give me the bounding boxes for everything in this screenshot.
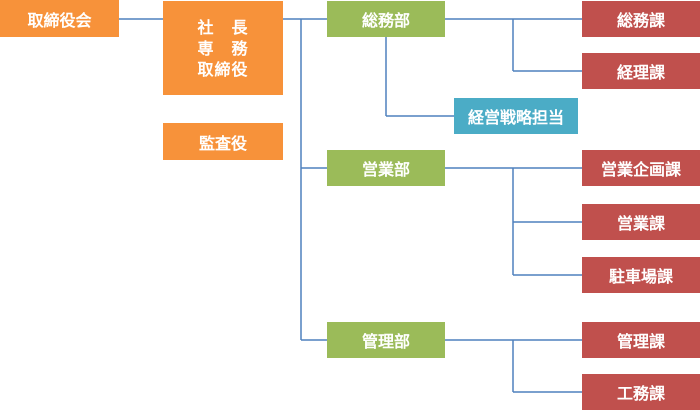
- executive-director: 取締役: [197, 59, 249, 79]
- section-sales: 営業課: [582, 204, 700, 240]
- section-management-label: 管理課: [616, 332, 665, 351]
- section-management: 管理課: [582, 322, 700, 358]
- department-management: 管理部: [327, 322, 445, 358]
- section-sales-planning: 営業企画課: [582, 150, 700, 186]
- section-general-affairs-label: 総務課: [616, 11, 665, 30]
- executive-senior-director: 専 務: [197, 38, 249, 58]
- staff-strategy: 経営戦略担当: [454, 98, 578, 134]
- section-sales-planning-label: 営業企画課: [600, 160, 681, 179]
- auditor-box: 監査役: [163, 123, 283, 160]
- staff-strategy-label: 経営戦略担当: [467, 108, 564, 127]
- section-general-affairs: 総務課: [582, 1, 700, 37]
- executive-president: 社 長: [197, 17, 249, 37]
- section-engineering: 工務課: [582, 374, 700, 410]
- board-label: 取締役会: [27, 10, 92, 30]
- department-sales-label: 営業部: [361, 160, 410, 179]
- section-accounting: 経理課: [582, 53, 700, 89]
- section-parking: 駐車場課: [582, 257, 700, 293]
- section-parking-label: 駐車場課: [608, 267, 673, 286]
- department-general-affairs: 総務部: [327, 1, 445, 37]
- section-engineering-label: 工務課: [616, 384, 665, 403]
- board-box: 取締役会: [0, 0, 119, 37]
- executives-box: 社 長 専 務 取締役: [163, 1, 283, 95]
- department-management-label: 管理部: [361, 332, 410, 351]
- section-accounting-label: 経理課: [616, 63, 665, 82]
- department-sales: 営業部: [327, 150, 445, 186]
- auditor-label: 監査役: [198, 133, 247, 153]
- section-sales-label: 営業課: [616, 214, 665, 233]
- department-general-affairs-label: 総務部: [361, 11, 410, 30]
